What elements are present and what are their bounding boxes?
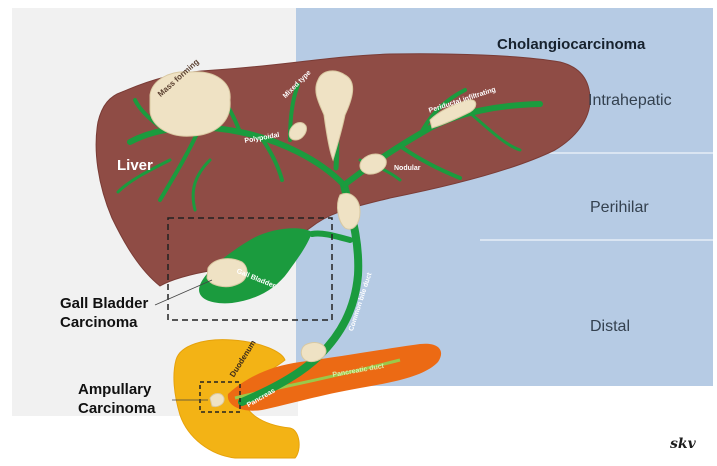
zone-label-perihilar: Perihilar bbox=[590, 199, 649, 217]
diagram-title: Cholangiocarcinoma bbox=[497, 36, 645, 53]
nodular-label: Nodular bbox=[394, 165, 420, 172]
ampullary-carcinoma-label-line2: Carcinoma bbox=[78, 399, 156, 418]
gallbladder-carcinoma-label-line2: Carcinoma bbox=[60, 313, 138, 332]
liver-label: Liver bbox=[117, 157, 153, 174]
tumor-ampullary bbox=[210, 394, 224, 407]
zone-label-distal: Distal bbox=[590, 318, 630, 336]
author-signature: skv bbox=[670, 436, 696, 452]
ampullary-carcinoma-label-line1: Ampullary bbox=[78, 380, 151, 399]
tumor-mass-forming bbox=[150, 72, 230, 136]
zone-label-intrahepatic: Intrahepatic bbox=[588, 92, 672, 110]
gallbladder-carcinoma-label-line1: Gall Bladder bbox=[60, 294, 148, 313]
